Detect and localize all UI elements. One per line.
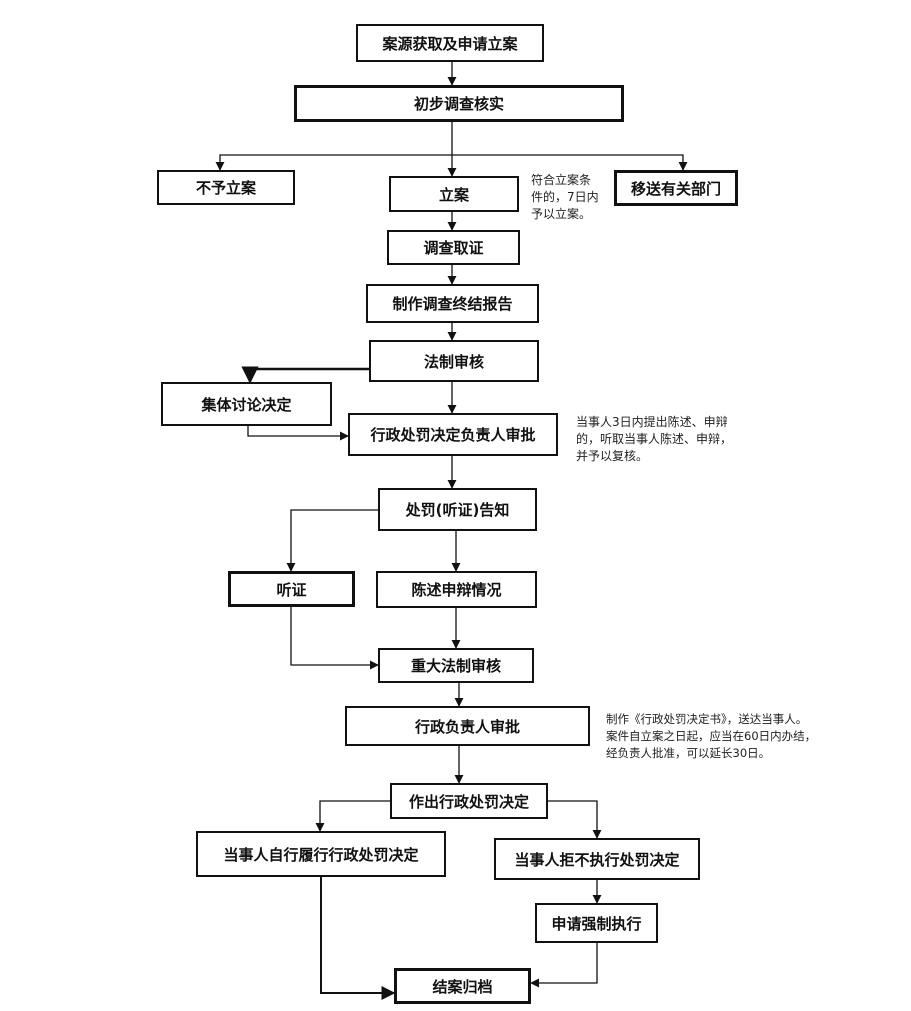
node-case-source: 案源获取及申请立案 [356,24,544,62]
arrow-preliminary-to-no-filing [215,154,452,171]
arrow-decision-to-self [315,800,390,832]
note-line: 并予以复核。 [576,449,649,463]
node-collective-decision: 集体讨论决定 [161,382,332,426]
node-penalty-decision: 作出行政处罚决定 [390,783,548,819]
node-investigation: 调查取证 [387,230,520,265]
note-deadline-rule: 制作《行政处罚决定书》，送达当事人。 案件自立案之日起，应当在60日内办结， 经… [606,711,816,762]
note-review-rule: 当事人3日内提出陈述、申辩 的，听取当事人陈述、申辩， 并予以复核。 [576,414,732,465]
arrow-legal-to-collective [241,366,369,384]
note-line: 制作《行政处罚决定书》，送达当事人。 [606,712,808,726]
node-close-archive: 结案归档 [394,968,531,1004]
node-no-filing: 不予立案 [157,170,295,205]
arrow-notice-to-hearing [286,509,378,572]
node-admin-head-approval: 行政负责人审批 [345,706,590,746]
arrow-hearing-to-major [290,607,379,670]
node-transfer: 移送有关部门 [614,170,738,206]
node-self-performance: 当事人自行履行行政处罚决定 [196,831,446,877]
node-final-report: 制作调查终结报告 [366,284,539,323]
note-line: 予以立案。 [531,207,592,221]
arrow-enforce-to-close [530,943,598,988]
note-line: 当事人3日内提出陈述、申辩 [576,415,728,429]
node-preliminary-check: 初步调查核实 [294,85,624,122]
node-filing: 立案 [389,176,519,212]
node-legal-review: 法制审核 [369,340,539,382]
note-line: 经负责人批准，可以延长30日。 [606,746,771,760]
arrow-preliminary-to-transfer [452,154,688,171]
arrow-self-to-close [320,877,396,1000]
note-line: 的，听取当事人陈述、申辩， [576,432,733,446]
node-penalty-notice: 处罚(听证)告知 [378,488,537,531]
note-line: 件的，7日内 [531,190,599,204]
node-apply-enforcement: 申请强制执行 [535,903,658,943]
node-major-legal-review: 重大法制审核 [378,648,534,683]
node-refuse-execution: 当事人拒不执行处罚决定 [494,838,700,880]
note-filing-rule: 符合立案条 件的，7日内 予以立案。 [531,172,599,223]
node-hearing: 听证 [228,571,355,607]
node-head-approval: 行政处罚决定负责人审批 [348,413,558,456]
arrow-decision-to-refuse [548,800,602,839]
note-line: 案件自立案之日起，应当在60日内办结， [606,729,817,743]
note-line: 符合立案条 [531,173,592,187]
node-statement-defense: 陈述申辩情况 [376,571,537,608]
arrow-collective-to-head [247,426,349,441]
